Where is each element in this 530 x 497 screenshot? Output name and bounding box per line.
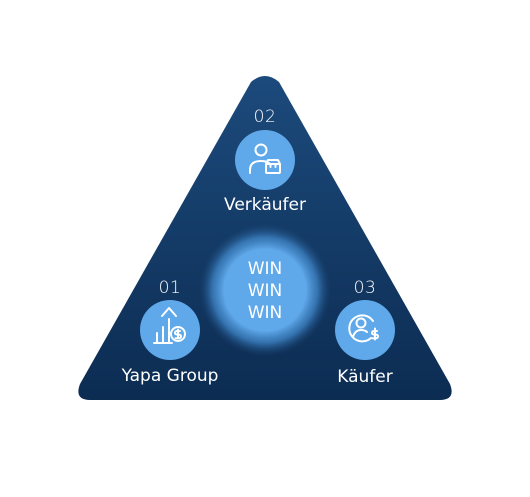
growth-chart-coin-icon <box>153 307 186 344</box>
node-02-label: Verkäufer <box>224 195 306 215</box>
center-win-line-2: WIN <box>247 281 283 301</box>
buyer-user-dollar-icon <box>348 314 379 343</box>
center-win-text: WIN WIN WIN <box>225 258 305 324</box>
node-02-circle <box>235 130 295 190</box>
center-win-line-1: WIN <box>247 259 283 279</box>
node-01-number: 01 <box>158 278 182 298</box>
node-03-number: 03 <box>353 278 377 298</box>
seller-store-icon <box>249 143 281 174</box>
center-glow-circle <box>199 224 331 356</box>
center-win-line-3: WIN <box>247 303 283 323</box>
node-01-label: Yapa Group <box>121 366 219 386</box>
node-02-number: 02 <box>253 107 277 127</box>
node-03-label: Käufer <box>337 367 393 387</box>
